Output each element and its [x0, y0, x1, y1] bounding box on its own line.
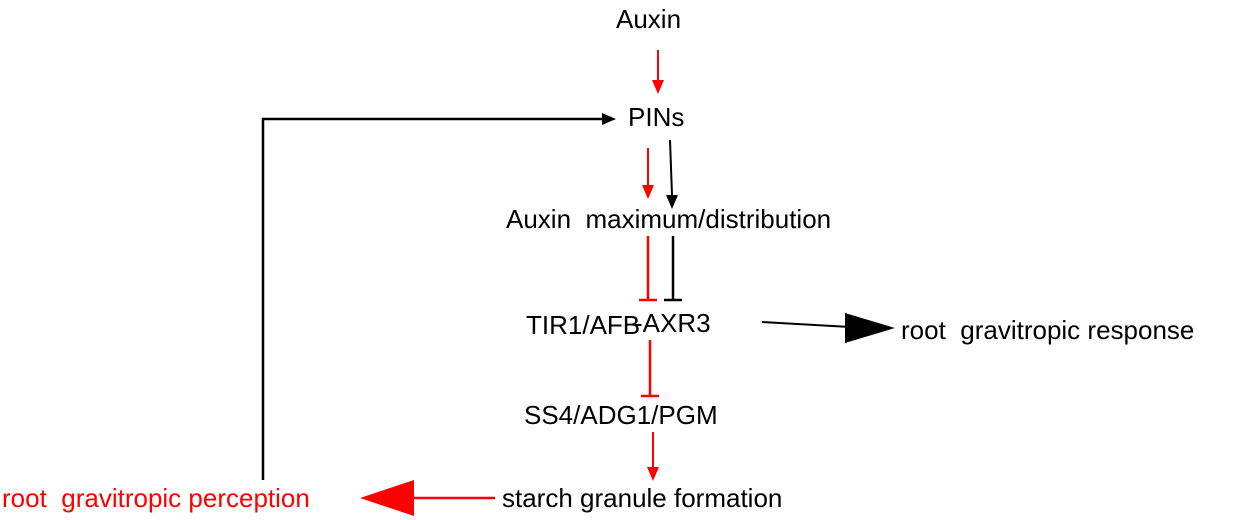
edge-starch-to-root-perception [360, 480, 495, 516]
edge-pins-to-auxin-max-black [666, 139, 678, 209]
node-pins: PINs [628, 102, 685, 132]
node-starch-granule-formation: starch granule formation [502, 483, 783, 513]
edge-auxin-to-pins [652, 50, 664, 94]
edge-auxin-max-inhibits-tir1 [639, 236, 657, 302]
node-root-gravitropic-perception: root gravitropic perception [2, 483, 310, 513]
node-ss4-adg1-pgm: SS4/ADG1/PGM [524, 400, 718, 430]
node-root-gravitropic-response: root gravitropic response [901, 315, 1195, 345]
node-auxin: Auxin [616, 4, 682, 34]
edge-auxin-max-inhibits-axr3 [664, 236, 682, 302]
node-tir1-afb: TIR1/AFB [526, 310, 641, 340]
node-axr3: -AXR3 [634, 308, 711, 338]
edge-ss4-to-starch [647, 432, 659, 481]
edge-axr3-to-root-response [761, 313, 895, 343]
edge-tir1-inhibits-ss4 [641, 340, 659, 398]
edge-pins-to-auxin-max-red [642, 148, 654, 199]
edge-root-perception-to-pins [261, 113, 616, 480]
node-auxin-maximum: Auxin maximum/distribution [506, 204, 832, 234]
